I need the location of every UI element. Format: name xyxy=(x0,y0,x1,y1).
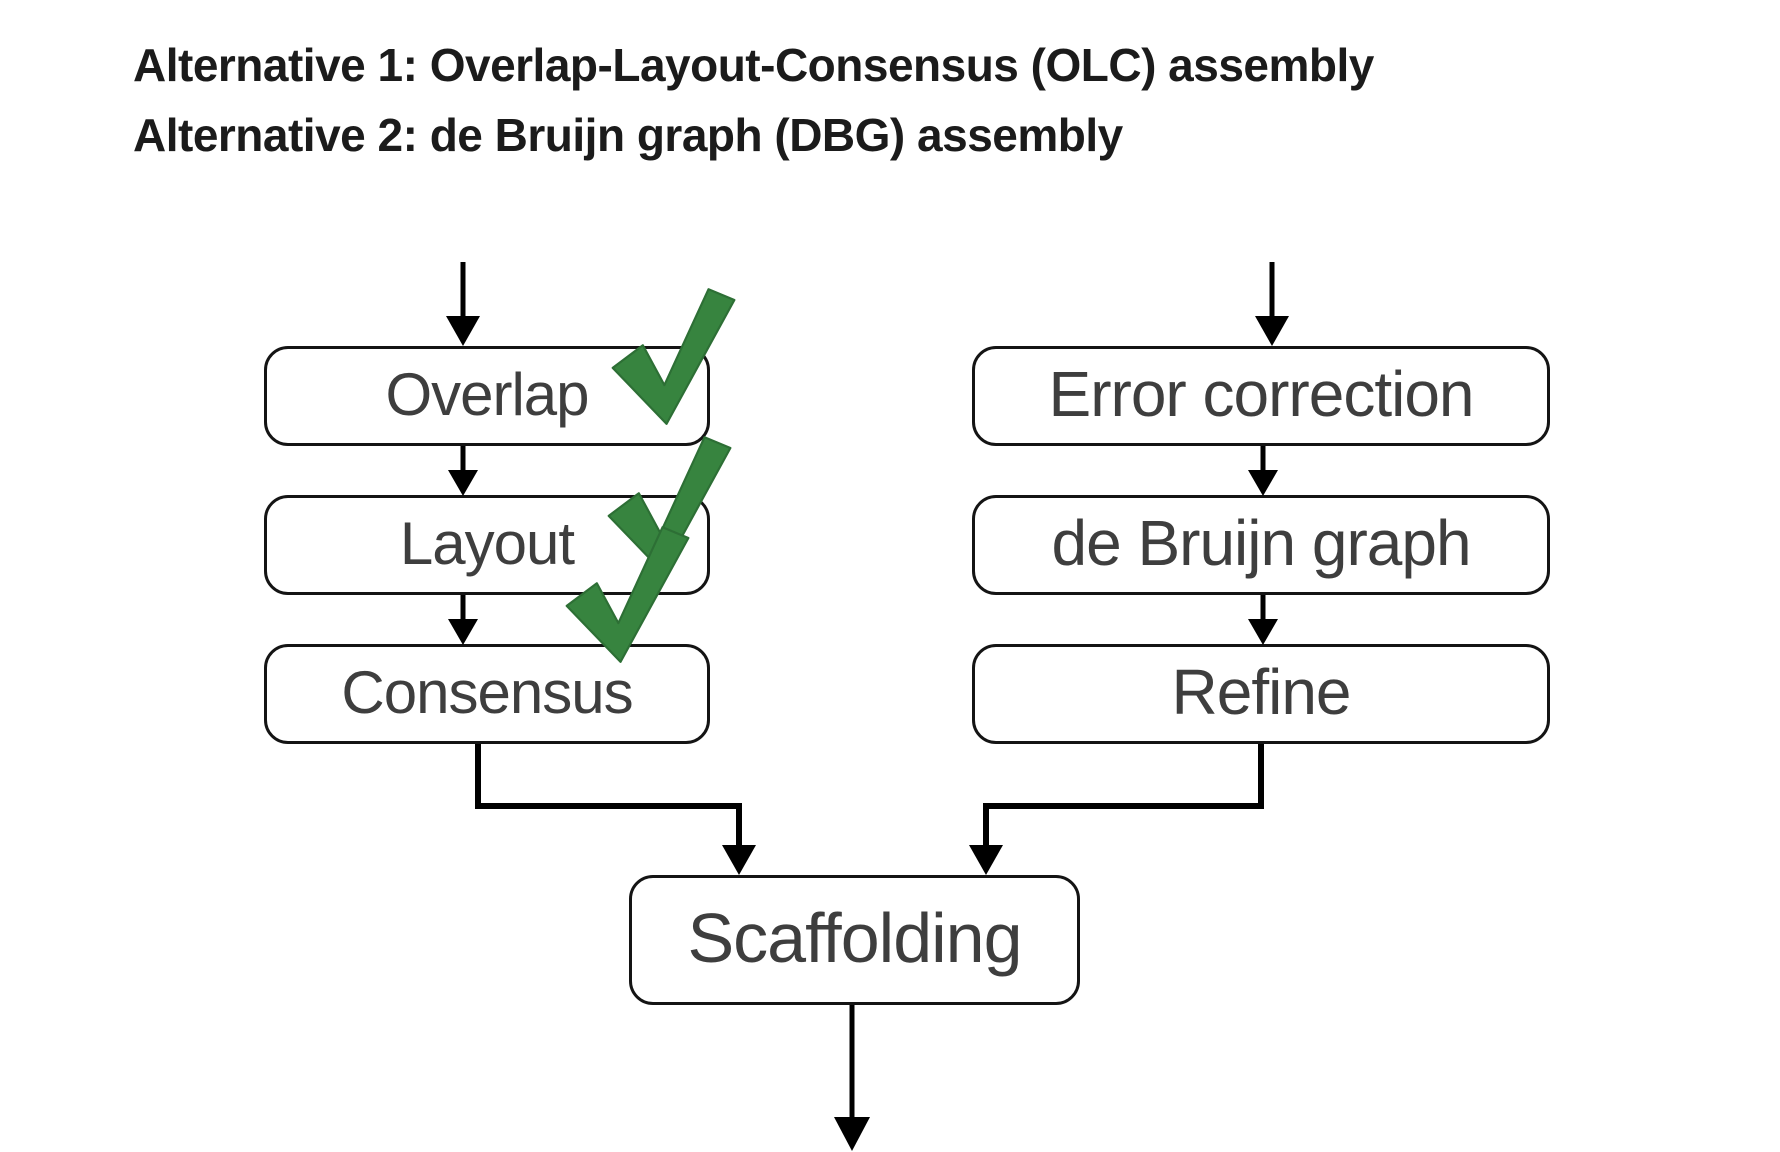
node-scaffolding: Scaffolding xyxy=(629,875,1080,1005)
node-layout: Layout xyxy=(264,495,710,595)
arrow-refine-to-scaffolding xyxy=(969,744,1264,875)
arrow-scaffolding-output xyxy=(834,1005,870,1151)
arrow-input-olc xyxy=(446,262,480,346)
node-de-bruijn-graph: de Bruijn graph xyxy=(972,495,1550,595)
node-error-correction-label: Error correction xyxy=(1048,358,1475,430)
arrow-consensus-to-scaffolding xyxy=(475,744,756,875)
node-overlap: Overlap xyxy=(264,346,710,446)
node-consensus-label: Consensus xyxy=(341,658,633,726)
node-de-bruijn-graph-label: de Bruijn graph xyxy=(1051,507,1471,579)
node-consensus: Consensus xyxy=(264,644,710,744)
node-layout-label: Layout xyxy=(399,509,575,577)
node-refine: Refine xyxy=(972,644,1550,744)
node-overlap-label: Overlap xyxy=(385,360,589,428)
arrow-input-dbg xyxy=(1255,262,1289,346)
title-alternative-1: Alternative 1: Overlap-Layout-Consensus … xyxy=(133,39,1374,91)
node-refine-label: Refine xyxy=(1171,656,1352,728)
arrow-overlap-to-layout xyxy=(448,446,478,496)
arrow-errorcorrection-to-debruijn xyxy=(1248,446,1278,496)
arrow-debruijn-to-refine xyxy=(1248,595,1278,645)
node-scaffolding-label: Scaffolding xyxy=(687,899,1022,977)
node-error-correction: Error correction xyxy=(972,346,1550,446)
title-alternative-2: Alternative 2: de Bruijn graph (DBG) ass… xyxy=(133,109,1123,161)
arrow-layout-to-consensus xyxy=(448,595,478,645)
